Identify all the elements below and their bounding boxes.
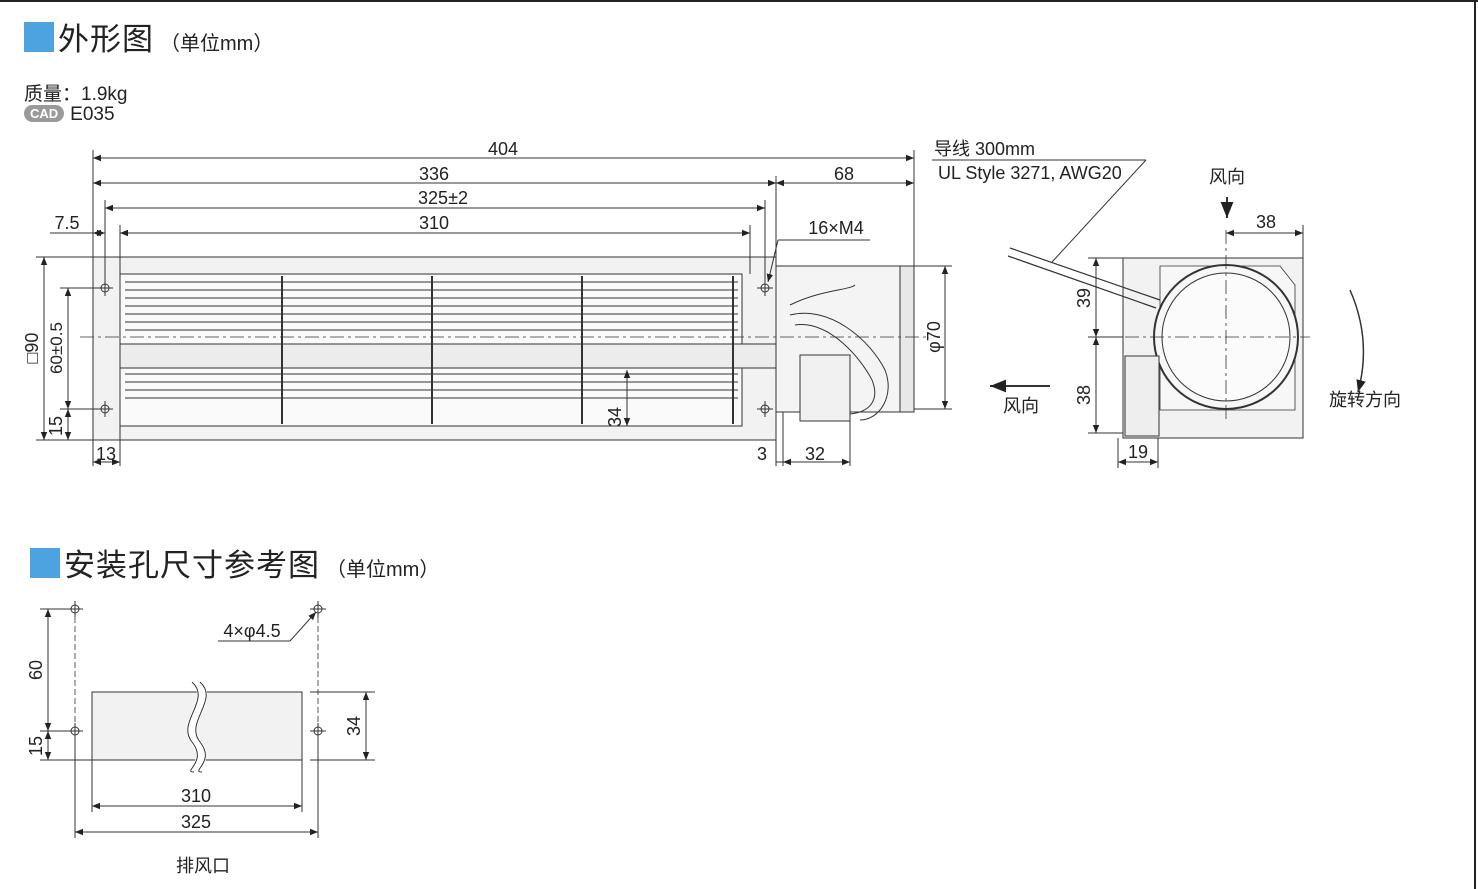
- mount-dim-outlet-h: 34: [344, 716, 364, 736]
- outline-title: 外形图: [58, 22, 154, 57]
- motor-bearing: [799, 354, 851, 422]
- mount-dim-outlet-w: 310: [181, 786, 211, 806]
- impeller-ribs: [281, 276, 734, 424]
- dim-hole-span: 325±2: [418, 188, 468, 208]
- side-dimensions: [990, 197, 1366, 468]
- lead-wire: [1009, 247, 1161, 301]
- dim-bottom: 15: [46, 416, 66, 436]
- motor-cap: [899, 265, 915, 413]
- section-marker-icon: [30, 547, 60, 578]
- lead-wire: [789, 312, 889, 421]
- rotation-label: 旋转方向: [1329, 390, 1401, 410]
- right-border-line: [1474, 0, 1476, 889]
- dim-screws: 16×M4: [808, 218, 864, 238]
- dim-motor-len: 32: [805, 444, 825, 464]
- dim-bottom-w: 19: [1128, 442, 1148, 462]
- screw-hole-icon: [97, 280, 773, 417]
- outline-unit: （单位mm）: [160, 33, 274, 55]
- wire-clamp: [1124, 355, 1160, 437]
- airflow-out-label: 风向: [1003, 396, 1039, 416]
- dim-top-half: 39: [1074, 288, 1094, 308]
- front-dimensions: [36, 150, 1147, 466]
- side-labels: 风向 风向 旋转方向 39 38 38 19: [1003, 167, 1401, 462]
- top-border-line: [0, 0, 1478, 2]
- dim-overall: 404: [488, 139, 518, 159]
- center-bar: [119, 343, 779, 369]
- lead-wire: [794, 324, 876, 415]
- section-marker-icon: [24, 21, 54, 52]
- dim-gap: 3: [757, 444, 767, 464]
- mounting-unit: （单位mm）: [326, 559, 440, 581]
- front-view: [80, 256, 930, 441]
- side-view: [1007, 230, 1310, 439]
- exhaust-label: 排风口: [176, 856, 230, 876]
- mount-holes-label: 4×φ4.5: [223, 621, 280, 641]
- mounting-view: [67, 601, 326, 777]
- dim-left-edge: 13: [96, 444, 116, 464]
- dim-motor: 68: [834, 164, 854, 184]
- airflow-in-label: 风向: [1209, 167, 1245, 187]
- rotation-arrow-icon: [1349, 289, 1366, 393]
- dim-width-half: 38: [1256, 212, 1276, 232]
- mass-label: 质量：1.9kg: [24, 84, 128, 105]
- front-labels: 404 336 68 325±2 310 7.5 16×M4 □90 60±0.…: [22, 139, 1122, 464]
- dim-height: □90: [22, 333, 42, 364]
- mounting-title: 安装孔尺寸参考图: [64, 548, 320, 583]
- lead-wire-spec: UL Style 3271, AWG20: [938, 163, 1122, 183]
- lead-wire-label: 导线 300mm: [934, 139, 1035, 159]
- dim-body: 336: [419, 164, 449, 184]
- dim-outlet-h: 34: [605, 407, 625, 427]
- dim-outlet: 310: [419, 213, 449, 233]
- cad-code[interactable]: E035: [70, 104, 115, 125]
- mounting-section-title: 安装孔尺寸参考图 （单位mm）: [30, 540, 439, 585]
- mounting-dimensions: [40, 608, 375, 838]
- outline-section-title: 外形图 （单位mm）: [24, 14, 273, 59]
- cad-badge-icon[interactable]: CAD: [24, 105, 65, 122]
- lead-wire: [789, 284, 856, 306]
- mount-dim-bottom: 15: [26, 736, 46, 756]
- lead-wire: [1007, 255, 1157, 309]
- dim-bottom-half: 38: [1074, 385, 1094, 405]
- mounting-labels: 4×φ4.5 60 15 34 310 325 排风口: [26, 621, 364, 876]
- dim-offset: 7.5: [54, 213, 79, 233]
- dim-motor-dia: φ70: [924, 321, 944, 353]
- mount-dim-pitch: 60: [26, 660, 46, 680]
- mount-dim-hole-w: 325: [181, 812, 211, 832]
- cad-row: CAD E035: [24, 104, 115, 126]
- dim-hole-pitch: 60±0.5: [47, 322, 66, 374]
